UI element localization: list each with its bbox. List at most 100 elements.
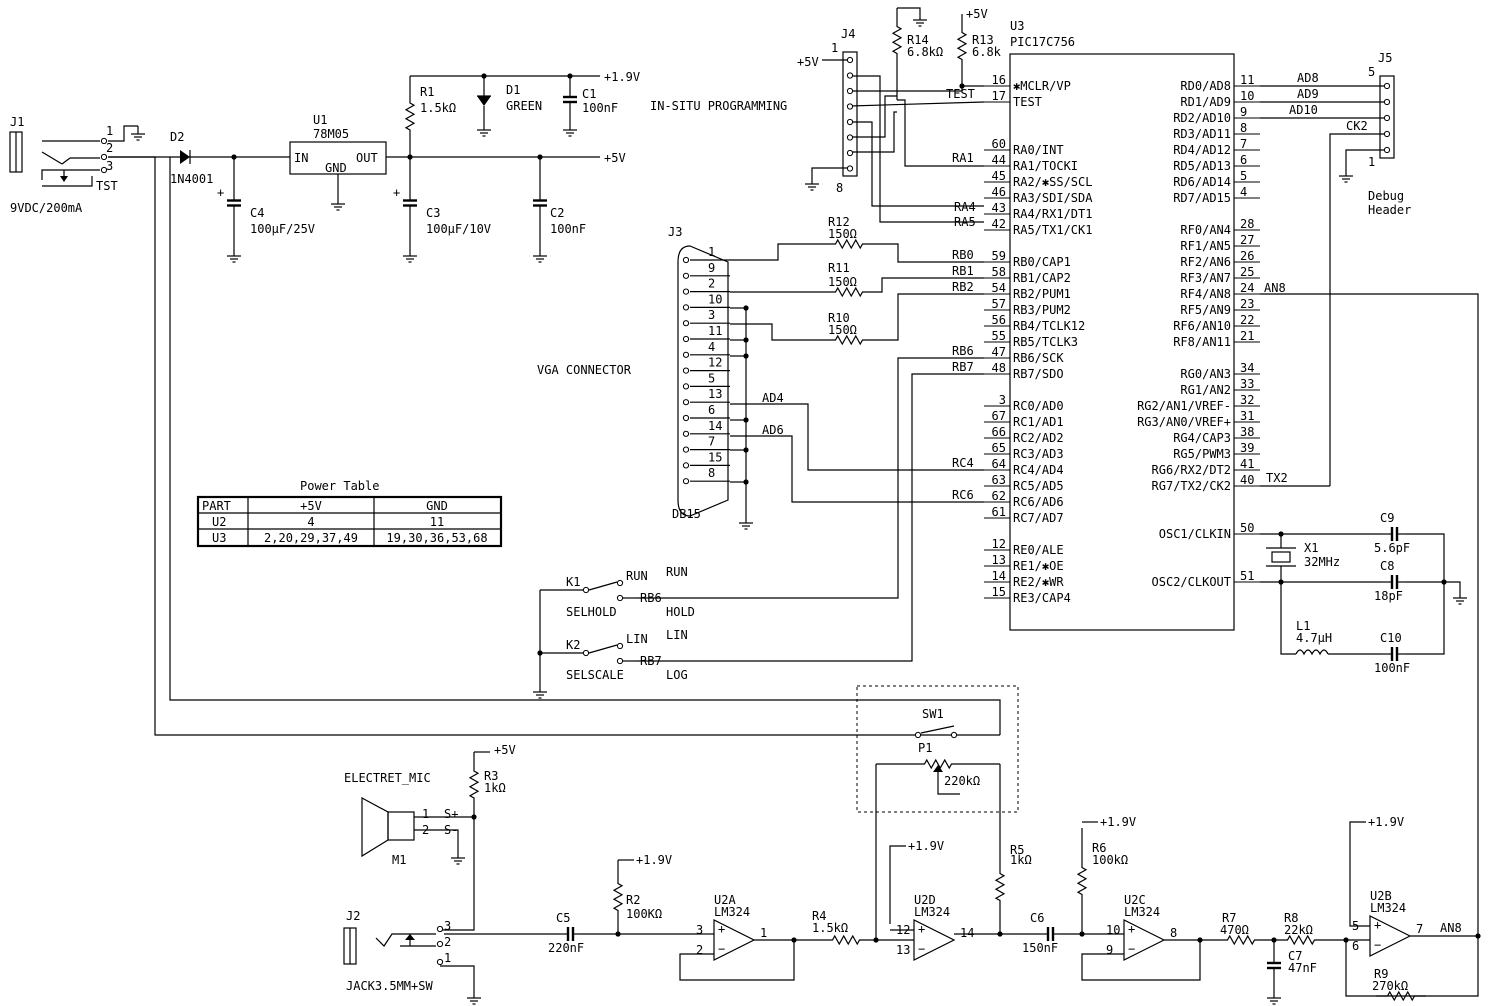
u3-left-pin-number: 64 — [992, 457, 1006, 471]
junction-dot — [959, 83, 965, 89]
pin-ring — [100, 137, 108, 145]
p1-wiper-icon — [933, 765, 943, 772]
noninverting-plus-icon: + — [718, 922, 725, 936]
u3-left-pin-label: RC0/AD0 — [1013, 399, 1064, 413]
power-table-cell: U2 — [212, 515, 226, 529]
wires — [41, 7, 1479, 997]
j2-pin2: 2 — [444, 935, 451, 949]
r13-resistor — [956, 26, 968, 66]
j2-ground — [467, 990, 481, 1005]
u3-right-pin-label: RF0/AN4 — [1180, 223, 1231, 237]
noninverting-plus-icon: + — [1128, 922, 1135, 936]
c5-ref: C5 — [556, 911, 570, 925]
c2-ref: C2 — [550, 206, 564, 220]
pin-ring — [682, 351, 690, 358]
pin-ring — [682, 414, 690, 422]
wire — [889, 845, 906, 924]
p1-value: 220kΩ — [944, 774, 980, 788]
j2-value: JACK3.5MM+SW — [346, 979, 433, 993]
pin-ring — [1383, 130, 1391, 138]
r6-1v9-label: +1.9V — [1100, 815, 1136, 829]
u3-left-pin-number: 58 — [992, 265, 1006, 279]
switch-k2-pos3-label: LOG — [666, 668, 688, 682]
power-table-header: PART — [202, 499, 231, 513]
r3-resistor — [468, 752, 480, 817]
j1-pin2: 2 — [106, 141, 113, 155]
opamp-value: LM324 — [1124, 905, 1160, 919]
r9-ref: R9 — [1374, 967, 1388, 981]
switch-k2 — [588, 644, 618, 654]
u3-right-pin-label: RG1/AN2 — [1180, 383, 1231, 397]
u3-left-pin-number: 57 — [992, 297, 1006, 311]
net-rb0: RB0 — [952, 248, 974, 262]
sw1-p1-dashed-group — [856, 685, 1019, 813]
pin-ring — [436, 958, 444, 966]
wire — [850, 75, 984, 223]
u3-left-pin-label: RA0/INT — [1013, 143, 1064, 157]
components: +++−+−+−+− — [9, 12, 1481, 1005]
j4-header — [842, 51, 858, 177]
pin-ring — [616, 579, 624, 587]
u3-right-pin-number: 23 — [1240, 297, 1254, 311]
u3-right-pin-number: 32 — [1240, 393, 1254, 407]
r10-resistor — [824, 334, 874, 346]
opamp-value: LM324 — [714, 905, 750, 919]
u3-left-pin-number: 12 — [992, 537, 1006, 551]
j3-pin-number: 12 — [708, 356, 722, 370]
pin-ring — [846, 149, 854, 157]
r7-value: 470Ω — [1220, 923, 1249, 937]
j4-pin-first: 1 — [831, 41, 838, 55]
u3-right-pin-number: 27 — [1240, 233, 1254, 247]
j3-pin-number: 13 — [708, 387, 722, 401]
r13-5v-label: +5V — [966, 7, 988, 21]
wire — [1406, 581, 1461, 590]
net-rb6: RB6 — [952, 344, 974, 358]
pin-ring — [616, 642, 624, 650]
r9-value: 270kΩ — [1372, 979, 1408, 993]
r14-value: 6.8kΩ — [907, 45, 943, 59]
d1-value: GREEN — [506, 99, 542, 113]
r13-ref: R13 — [972, 33, 994, 47]
m1-s-plus: S+ — [444, 807, 458, 821]
c3-value: 100µF/10V — [426, 222, 491, 236]
opamp-value: LM324 — [914, 905, 950, 919]
junction-dot — [1475, 933, 1481, 939]
c2-capacitor — [533, 157, 547, 248]
u3-right-pin-label: OSC1/CLKIN — [1159, 527, 1231, 541]
u3-left-pin-label: RC3/AD3 — [1013, 447, 1064, 461]
u3-right-pin-number: 33 — [1240, 377, 1254, 391]
u3-left-pin-number: 54 — [992, 281, 1006, 295]
opamp-pin-out: 14 — [960, 926, 974, 940]
switch-k2-pos1-label: LIN — [666, 628, 688, 642]
pin-ring — [1383, 82, 1391, 90]
u3-left-pin-label: RC5/AD5 — [1013, 479, 1064, 493]
switch-k2-name: SELSCALE — [566, 668, 624, 682]
u3-left-pin-label: RC7/AD7 — [1013, 511, 1064, 525]
wire — [679, 940, 795, 981]
net-ad9: AD9 — [1297, 87, 1319, 101]
u3-right-pin-number: 10 — [1240, 89, 1254, 103]
u3-right-pin-label: RF3/AN7 — [1180, 271, 1231, 285]
c5-capacitor — [560, 927, 580, 941]
pin-ring — [682, 478, 690, 485]
switch-k1-net: RB6 — [640, 591, 662, 605]
c4-value: 100µF/25V — [250, 222, 315, 236]
junction-dot — [1441, 579, 1447, 585]
u3-right-pin-label: RG6/RX2/DT2 — [1152, 463, 1231, 477]
u3-left-pin-number: 56 — [992, 313, 1006, 327]
r11-value: 150Ω — [828, 275, 857, 289]
c7-value: 47nF — [1288, 961, 1317, 975]
net-rb1: RB1 — [952, 264, 974, 278]
c7-ref: C7 — [1288, 949, 1302, 963]
u3-left-pin-label: RB7/SDO — [1013, 367, 1064, 381]
u3-right-pin-label: RD3/AD11 — [1173, 127, 1231, 141]
u3-left-pin-number: 65 — [992, 441, 1006, 455]
u3-left-pin-label: RC1/AD1 — [1013, 415, 1064, 429]
u3-right-pin-label: RG3/AN0/VREF+ — [1137, 415, 1231, 429]
power-table-cell: 19,30,36,53,68 — [386, 531, 487, 545]
u3-left-pin-label: RA4/RX1/DT1 — [1013, 207, 1092, 221]
net-rb7: RB7 — [952, 360, 974, 374]
net-test: TEST — [946, 87, 975, 101]
noninverting-plus-icon: + — [918, 922, 925, 936]
